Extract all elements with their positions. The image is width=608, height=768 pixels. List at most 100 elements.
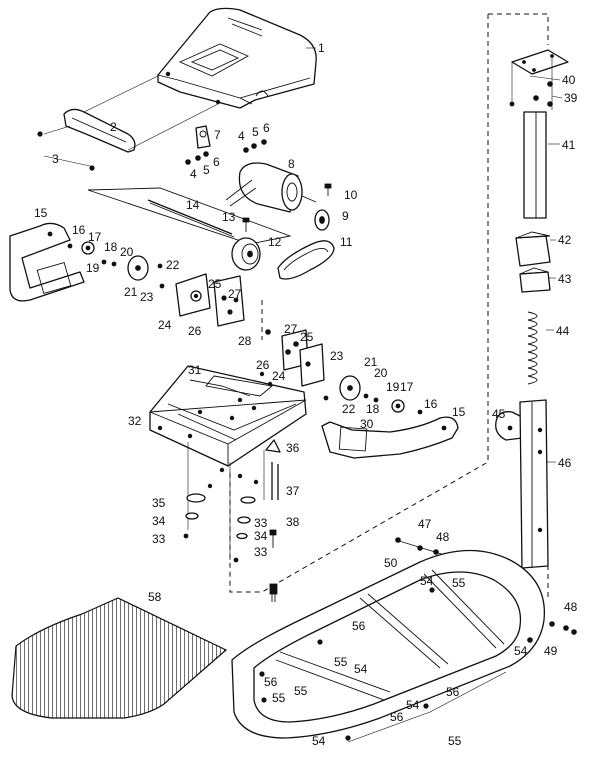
- callout-19b: 19: [386, 380, 400, 394]
- callout-21b: 21: [364, 355, 378, 369]
- callout-17a: 17: [88, 230, 102, 244]
- callout-58: 58: [148, 590, 162, 604]
- callout-46: 46: [558, 456, 572, 470]
- callout-17b: 17: [400, 380, 414, 394]
- callout-54b: 54: [354, 662, 368, 676]
- callout-54d: 54: [406, 698, 420, 712]
- callout-55e: 55: [294, 684, 308, 698]
- callout-43: 43: [558, 272, 572, 286]
- callout-9: 9: [342, 209, 349, 223]
- callout-24b: 24: [272, 369, 286, 383]
- callout-50: 50: [384, 556, 398, 570]
- upper-column-tube-part: [523, 111, 547, 219]
- callout-21a: 21: [124, 285, 138, 299]
- callout-5a: 5: [252, 125, 259, 139]
- callout-55a: 55: [452, 576, 466, 590]
- right-hub-assembly: [323, 375, 423, 415]
- callout-11: 11: [340, 235, 353, 249]
- callout-54e: 54: [312, 734, 326, 748]
- base-plate-part: [149, 365, 307, 467]
- adjustment-knob-part: [495, 411, 525, 441]
- callout-55b: 55: [334, 655, 348, 669]
- callout-54c: 54: [514, 644, 528, 658]
- callout-33a: 33: [152, 532, 166, 546]
- callout-33b: 33: [254, 516, 268, 530]
- callout-49: 49: [544, 644, 558, 658]
- callout-labels: 1 2 3 4 5 6 7 4 5 6 8 10 9 14 13 12 11 1…: [34, 41, 578, 748]
- callout-48a: 48: [436, 530, 450, 544]
- callout-37: 37: [286, 484, 300, 498]
- callout-26b: 26: [256, 358, 270, 372]
- callout-24a: 24: [158, 318, 172, 332]
- callout-56b: 56: [264, 675, 278, 689]
- callout-40: 40: [562, 73, 576, 87]
- callout-45: 45: [492, 407, 506, 421]
- callout-42: 42: [558, 233, 572, 247]
- assembly-guide-lines: [229, 13, 549, 600]
- callout-34b: 34: [254, 529, 268, 543]
- drum-pulley-part: [231, 217, 261, 271]
- column-top-plate-part: [509, 49, 569, 110]
- callout-48b: 48: [564, 600, 578, 614]
- callout-25b: 25: [300, 330, 314, 344]
- callout-25a: 25: [208, 277, 222, 291]
- callout-4a: 4: [238, 129, 245, 143]
- callout-36: 36: [286, 441, 300, 455]
- callout-35: 35: [152, 496, 166, 510]
- column-bushing-lower: [519, 267, 551, 293]
- callout-27a: 27: [228, 287, 242, 301]
- callout-34a: 34: [152, 514, 166, 528]
- callout-20a: 20: [120, 245, 134, 259]
- callout-15b: 15: [452, 405, 466, 419]
- motor-cover-part: [157, 7, 317, 109]
- drive-shaft-part: [87, 187, 292, 245]
- callout-16b: 16: [424, 397, 438, 411]
- callout-1: 1: [318, 41, 325, 55]
- switch-clip-part: [185, 125, 267, 165]
- callout-27b: 27: [284, 322, 298, 336]
- column-bushing-upper: [515, 231, 551, 267]
- left-hub-assembly: [67, 241, 165, 289]
- lower-column-tube-part: [519, 399, 549, 569]
- callout-16a: 16: [72, 223, 86, 237]
- callout-33c: 33: [254, 545, 268, 559]
- callout-32: 32: [128, 414, 142, 428]
- callout-38: 38: [286, 515, 300, 529]
- right-bracket-assembly: [281, 329, 325, 387]
- handle-bracket-part: [37, 75, 219, 171]
- callout-13: 13: [222, 210, 236, 224]
- caster-fasteners: [183, 439, 281, 563]
- callout-39: 39: [564, 91, 578, 105]
- callout-56d: 56: [390, 710, 404, 724]
- callout-leader-lines: [306, 47, 563, 463]
- frame-bolts: [395, 537, 577, 635]
- callout-2: 2: [110, 120, 117, 134]
- callout-19a: 19: [86, 261, 100, 275]
- callout-6b: 6: [213, 155, 220, 169]
- callout-22b: 22: [342, 402, 356, 416]
- base-frame-part: [231, 549, 546, 743]
- callout-56a: 56: [352, 619, 366, 633]
- callout-20b: 20: [374, 366, 388, 380]
- callout-56c: 56: [446, 685, 460, 699]
- callout-14: 14: [186, 198, 200, 212]
- callout-5b: 5: [203, 163, 210, 177]
- callout-47: 47: [418, 517, 432, 531]
- right-guard-strap-part: [321, 416, 459, 459]
- motor-pulley-part: [314, 183, 332, 231]
- callout-18a: 18: [104, 240, 118, 254]
- callout-8: 8: [288, 157, 295, 171]
- callout-28: 28: [238, 334, 252, 348]
- callout-12: 12: [268, 235, 282, 249]
- callout-44: 44: [556, 324, 570, 338]
- callout-31: 31: [188, 363, 202, 377]
- callout-55c: 55: [272, 691, 286, 705]
- callout-26a: 26: [188, 324, 202, 338]
- column-spring-part: [527, 311, 538, 385]
- callout-23a: 23: [140, 290, 154, 304]
- callout-30: 30: [360, 417, 374, 431]
- callout-4b: 4: [190, 167, 197, 181]
- callout-54a: 54: [420, 574, 434, 588]
- left-bracket-assembly: [175, 273, 271, 335]
